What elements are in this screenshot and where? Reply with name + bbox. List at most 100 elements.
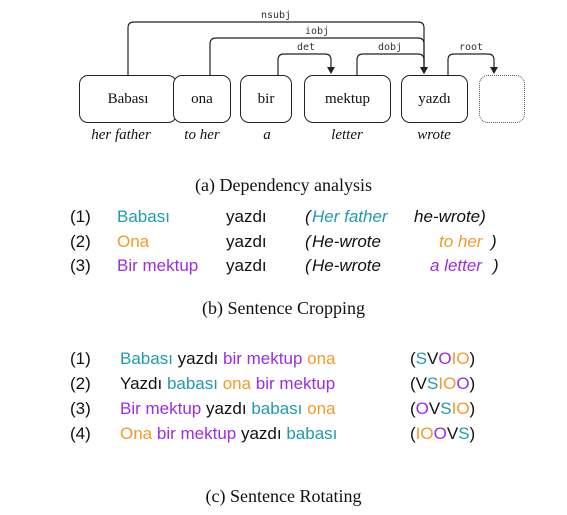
rotate-order-tag: (OVSIO) (410, 399, 475, 419)
crop-gloss-verb: He-wrote (312, 232, 381, 251)
rotate-tag-part: O (415, 399, 429, 418)
word-box-bir: bir (240, 75, 292, 123)
rotate-tag-part: O (433, 424, 447, 443)
arc-root (447, 53, 498, 75)
rotate-sentence: Yazdı babası ona bir mektup (120, 374, 335, 394)
word-box-babasi: Babası (79, 75, 177, 123)
rotate-tag-part: ) (469, 399, 476, 418)
caption-rotating: (c) Sentence Rotating (205, 486, 362, 506)
word-box-mektup: mektup (304, 75, 391, 123)
word-token: yazdı (418, 90, 451, 107)
rotate-word: yazdı (172, 349, 224, 368)
word-token: ona (191, 90, 213, 107)
rotate-word: yazdı (236, 424, 287, 443)
rotate-sentence: Bir mektup yazdı babası ona (120, 399, 335, 419)
arc-det (277, 53, 335, 75)
rotate-tag-part: IO (451, 399, 470, 418)
crop-row-2: (2) (70, 232, 91, 252)
crop-gloss-verb: He-wrote (312, 256, 381, 275)
rotate-sentence: Babası yazdı bir mektup ona (120, 349, 336, 369)
caption-cropping: (b) Sentence Cropping (202, 298, 365, 318)
rotate-tag-part: ( (410, 424, 416, 443)
arc-dobj (356, 53, 428, 75)
rotate-tag-part: IO (415, 424, 434, 443)
word-token: bir (257, 90, 275, 107)
rotate-tag-part: O (438, 349, 452, 368)
rotate-tag-part: IO (438, 374, 457, 393)
crop-num: (3) (70, 256, 91, 275)
arc-label-iobj: iobj (302, 26, 332, 37)
gloss-bir: a (263, 127, 271, 143)
rotate-word: ona (302, 399, 336, 418)
crop-part: Bir mektup (117, 256, 199, 275)
rotate-order-tag: (SVOIO) (410, 349, 475, 369)
rotate-order-tag: (VSIOO) (410, 374, 475, 394)
rotate-word: ona (217, 374, 252, 393)
rotate-order-tag: (IOOVS) (410, 424, 475, 444)
rotate-num: (2) (70, 374, 91, 393)
rotate-word: babası (286, 424, 338, 443)
crop-gloss-open: ( (305, 232, 311, 251)
rotate-tag-part: ( (410, 349, 416, 368)
rotate-tag-part: V (446, 424, 459, 443)
crop-row-3: (3) (70, 256, 91, 276)
crop-verb: yazdı (226, 207, 267, 226)
rotate-num: (1) (70, 349, 91, 368)
rotate-word: babası (251, 399, 303, 418)
rotate-word: bir mektup (251, 374, 336, 393)
rotate-num: (4) (70, 424, 91, 443)
rotate-tag-part: V (415, 374, 428, 393)
word-box-yazdi: yazdı (401, 75, 468, 123)
crop-row-1: (1) (70, 207, 91, 227)
rotate-tag-part: V (427, 349, 439, 368)
arc-label-det: det (294, 42, 318, 53)
rotate-tag-part: ) (469, 374, 476, 393)
crop-gloss-rest: a letter (430, 256, 482, 275)
crop-num: (2) (70, 232, 91, 251)
word-token: Babası (107, 90, 149, 107)
root-box (479, 75, 525, 123)
arc-nsubj (127, 21, 428, 75)
arc-label-root: root (456, 42, 486, 53)
rotate-word: Babası (120, 349, 173, 368)
rotate-tag-part: S (458, 424, 470, 443)
rotate-tag-part: IO (451, 349, 470, 368)
gloss-ona: to her (184, 127, 220, 143)
rotate-tag-part: S (440, 399, 452, 418)
crop-gloss-rest: to her (439, 232, 483, 251)
word-box-ona: ona (173, 75, 231, 123)
caption-dependency: (a) Dependency analysis (195, 175, 372, 195)
arc-label-dobj: dobj (375, 42, 405, 53)
rotate-word: Bir mektup (120, 399, 202, 418)
rotate-word: bir mektup (223, 349, 303, 368)
word-token: mektup (325, 90, 370, 107)
rotate-tag-part: V (428, 399, 441, 418)
gloss-mektup: letter (331, 127, 363, 143)
gloss-yazdi: wrote (417, 127, 451, 143)
crop-verb: yazdı (226, 232, 267, 251)
crop-gloss-open: ( (305, 207, 311, 226)
crop-num: (1) (70, 207, 91, 226)
rotate-tag-part: ) (469, 349, 476, 368)
rotate-num: (3) (70, 399, 91, 418)
crop-gloss-verb: Her father (312, 207, 388, 226)
arc-label-nsubj: nsubj (258, 10, 294, 21)
crop-gloss-close: ) (491, 232, 497, 251)
crop-part: Babası (117, 207, 170, 226)
crop-gloss-rest: he-wrote) (414, 207, 486, 226)
crop-part: Ona (117, 232, 150, 251)
rotate-tag-part: S (415, 349, 428, 368)
crop-gloss-open: ( (305, 256, 311, 275)
rotate-word: ona (302, 349, 336, 368)
rotate-word: Ona (120, 424, 153, 443)
dependency-arcs (127, 21, 498, 75)
rotate-tag-part: ( (410, 374, 416, 393)
rotate-word: babası (166, 374, 218, 393)
rotate-tag-part: ( (410, 399, 416, 418)
arc-iobj (209, 37, 428, 75)
rotate-word: yazdı (201, 399, 252, 418)
rotate-tag-part: S (427, 374, 439, 393)
rotate-word: bir mektup (152, 424, 237, 443)
rotate-word: Yazdı (120, 374, 167, 393)
gloss-babasi: her father (91, 127, 151, 143)
